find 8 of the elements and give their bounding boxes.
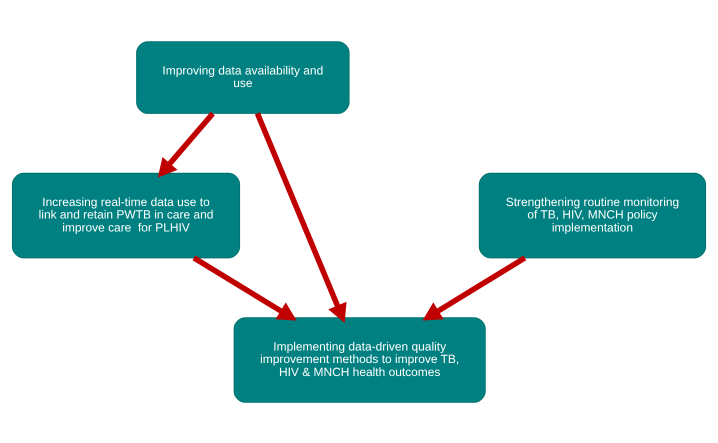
node-box: Improving data availability and use (136, 40, 350, 114)
arrow (158, 111, 215, 178)
arrow (254, 112, 347, 322)
node-box: Strengthening routine monitoring of TB, HIV, MNCH policy implementation (478, 172, 706, 258)
node-box: Increasing real-time data use to link and retain PWTB in care and improve care for PLHIV (12, 172, 240, 258)
node-box: Implementing data-driven quality improvement methods to improve TB, HIV & MNCH health outcomes (234, 316, 486, 402)
arrow (192, 255, 297, 320)
arrow (422, 255, 526, 320)
